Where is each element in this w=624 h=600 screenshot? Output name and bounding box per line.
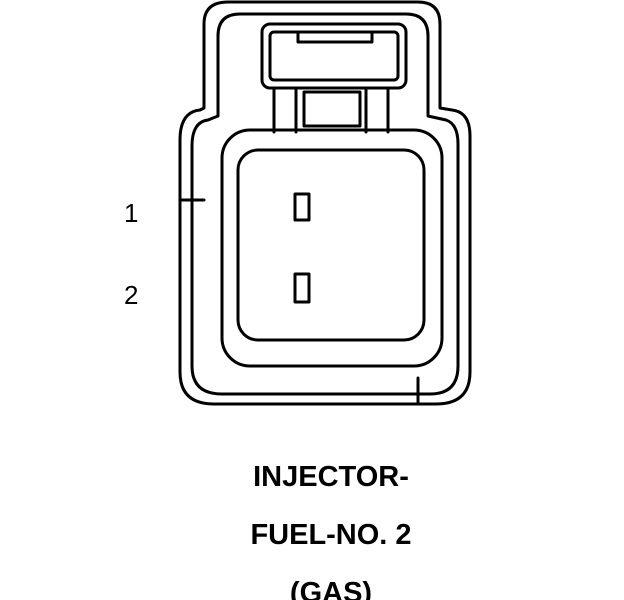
caption-line-3: (GAS) <box>289 577 373 600</box>
housing-inner-outline <box>190 12 460 396</box>
seal-ring <box>220 128 444 368</box>
pin-face <box>236 148 426 342</box>
caption-line-1: INJECTOR- <box>253 461 409 493</box>
pin-cavity-2 <box>293 272 311 304</box>
connector-caption: INJECTOR- FUEL-NO. 2 (GAS) <box>0 448 624 600</box>
latch-lever-inner <box>268 30 400 82</box>
latch-lever <box>260 22 408 90</box>
latch-lever-notch <box>296 30 374 44</box>
housing-outer-outline <box>178 0 472 406</box>
connector-face-drawing <box>178 0 472 406</box>
pin-2-label: 2 <box>124 280 139 310</box>
pin-cavity-1 <box>293 192 311 222</box>
latch-window <box>302 90 362 128</box>
pin-1-label: 1 <box>124 198 139 228</box>
caption-line-2: FUEL-NO. 2 <box>250 519 412 551</box>
